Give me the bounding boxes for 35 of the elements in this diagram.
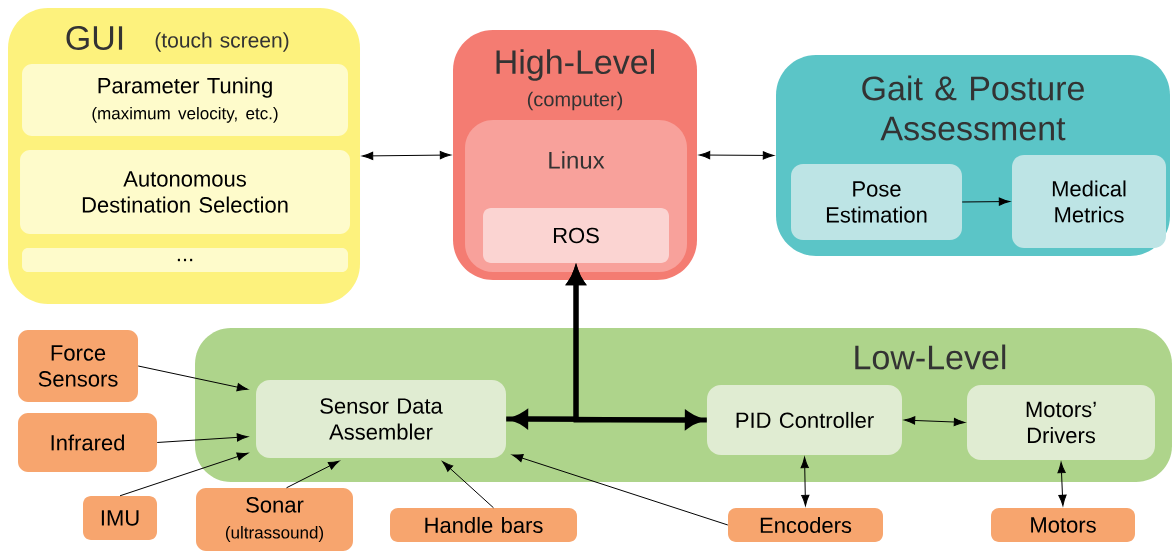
process-box: ROS (483, 208, 669, 263)
arrow (156, 433, 249, 443)
input-box: IMU (83, 496, 157, 540)
input-box: Handle bars (390, 508, 577, 542)
input-box: Sonar (ultrassound) (196, 488, 353, 551)
arrow (800, 456, 810, 507)
process-box: Medical Metrics (1012, 155, 1166, 248)
arrow (119, 452, 249, 497)
arrow (361, 150, 452, 161)
input-box: Encoders (728, 508, 883, 542)
panel-title: Linux (549, 151, 605, 169)
process-box: PID Controller (707, 385, 902, 455)
menu-item: ... (22, 248, 348, 272)
arrow (442, 461, 494, 509)
panel-title: High-Level (496, 49, 654, 81)
panel-subtitle: (touch screen) (155, 32, 289, 52)
process-box: Pose Estimation (791, 164, 962, 240)
panel-title: GUI (66, 25, 123, 51)
arrow (1057, 461, 1067, 507)
menu-item: Parameter Tuning (maximum velocity, etc.) (22, 64, 348, 136)
panel-title: Gait & Posture Assessment (862, 75, 1084, 141)
arrow (511, 454, 729, 526)
process-box: Sensor Data Assembler (256, 380, 506, 458)
arrow (137, 365, 249, 392)
panel-title: Low-Level (855, 344, 1006, 370)
input-box: Force Sensors (18, 330, 138, 402)
panel-subtitle: (computer) (527, 91, 623, 111)
output-box: Motors (991, 508, 1135, 542)
input-box: Infrared (18, 413, 157, 472)
menu-item: Autonomous Destination Selection (20, 150, 350, 234)
process-box: Motors’ Drivers (967, 385, 1155, 460)
arrow (961, 197, 1011, 206)
arrow (698, 150, 775, 160)
arrow (903, 416, 966, 427)
arrow (286, 460, 340, 489)
